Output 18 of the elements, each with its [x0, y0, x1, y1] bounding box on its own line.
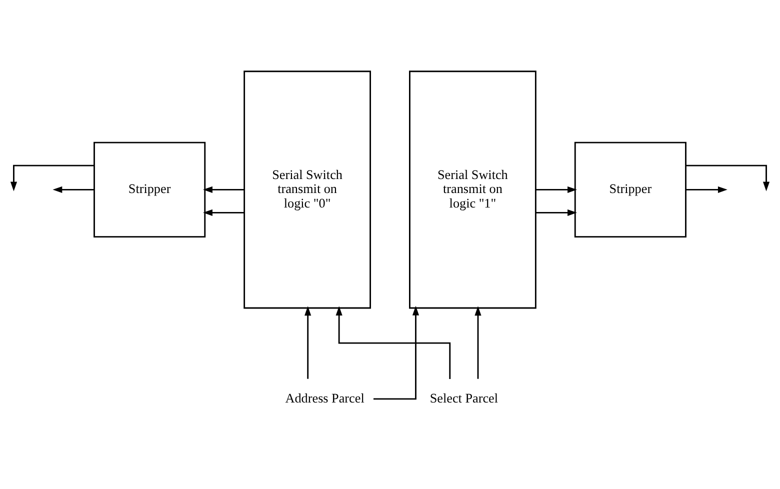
node-box: Stripper [574, 141, 686, 237]
arrow [203, 208, 244, 216]
arrow [10, 164, 94, 191]
arrow [686, 164, 770, 191]
arrow [536, 186, 577, 192]
arrow [474, 306, 482, 378]
arrow [52, 186, 94, 192]
node-text: Address Parcel [285, 390, 364, 405]
node-text: Select Parcel [430, 390, 498, 405]
arrow [686, 186, 728, 192]
arrow [336, 306, 451, 379]
node-box: Stripper [94, 141, 206, 237]
arrow [536, 208, 577, 216]
node-box: Serial Switch transmit on logic "0" [244, 70, 371, 308]
arrow [203, 186, 244, 192]
arrow [373, 305, 420, 400]
node-box: Serial Switch transmit on logic "1" [409, 70, 536, 308]
arrow [304, 306, 312, 378]
